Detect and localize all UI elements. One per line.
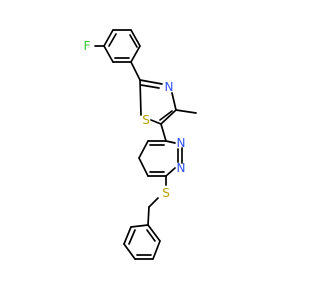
- bond: [138, 157, 149, 177]
- bond: [103, 29, 114, 47]
- bond: [148, 197, 159, 208]
- atom-labels: F N S N N S: [84, 39, 186, 200]
- bond: [139, 79, 142, 116]
- bond: [130, 224, 149, 228]
- bond: [175, 109, 197, 114]
- bond: [128, 229, 136, 245]
- bond: [165, 140, 176, 144]
- bond: [138, 140, 149, 159]
- bond: [129, 34, 138, 48]
- bond: [160, 123, 167, 142]
- bond: [160, 109, 177, 125]
- bond: [103, 45, 114, 63]
- bond: [130, 29, 141, 47]
- pyridazine-nitrogen-1-label: N: [177, 136, 186, 150]
- bond: [165, 167, 176, 177]
- molecule-structure-diagram: F N S N N S: [84, 29, 197, 260]
- bond: [146, 229, 156, 242]
- bond: [130, 45, 141, 63]
- bond: [123, 226, 132, 245]
- bond: [171, 92, 177, 111]
- fluorine-label: F: [84, 39, 91, 53]
- bond: [152, 240, 161, 260]
- pyridazine-nitrogen-2-label: N: [177, 161, 186, 175]
- thioether-sulfur-label: S: [162, 186, 170, 200]
- bonds: [94, 29, 197, 260]
- bond: [159, 110, 173, 121]
- bond: [130, 61, 141, 81]
- bond: [140, 84, 160, 89]
- bond: [150, 119, 162, 125]
- bond: [108, 33, 117, 47]
- bond: [123, 243, 136, 260]
- bond: [147, 224, 161, 242]
- thiazole-sulfur-label: S: [142, 113, 150, 127]
- bond: [139, 79, 163, 85]
- bond: [147, 206, 150, 226]
- thiazole-nitrogen-label: N: [165, 80, 174, 94]
